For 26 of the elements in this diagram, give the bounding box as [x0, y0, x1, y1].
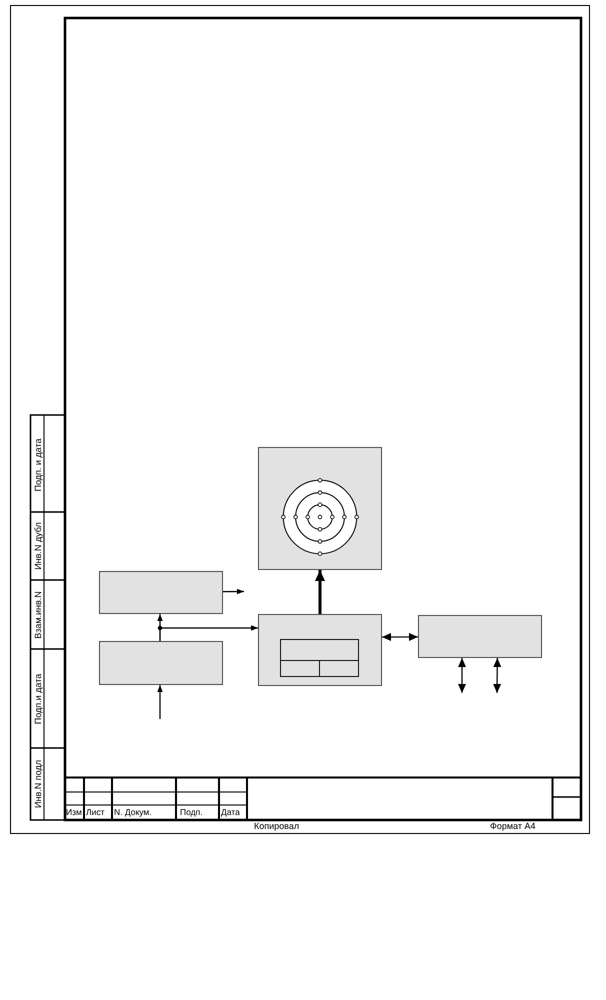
- side-strip-label: Взам.инв.N: [32, 590, 42, 638]
- double-arrow: [382, 632, 418, 641]
- block-box: [99, 641, 223, 685]
- side-strip-label: Подп. и дата: [32, 438, 42, 491]
- segmented-box: [280, 638, 358, 676]
- format-label: Формат А4: [490, 821, 536, 831]
- block-box: [418, 615, 542, 658]
- target-drawing: [280, 476, 360, 556]
- side-strip-label: Инв.N дубл: [32, 522, 42, 570]
- arrow: [157, 685, 163, 719]
- double-arrow: [458, 658, 466, 693]
- block-box: [258, 447, 382, 570]
- arrow: [223, 588, 244, 594]
- copier-label: Копировал: [254, 821, 300, 831]
- column-header: Лист: [86, 807, 104, 817]
- column-header: Изм: [66, 807, 82, 817]
- thick-arrow: [315, 570, 325, 614]
- column-header: Подп.: [180, 807, 203, 817]
- arrow: [159, 625, 258, 641]
- double-arrow: [493, 658, 502, 693]
- block-box: [258, 614, 382, 686]
- block-box: [99, 571, 223, 614]
- column-header: Дата: [221, 807, 240, 817]
- side-strip-label: Инв.N подл: [32, 760, 42, 808]
- side-strip-label: Подп.и дата: [32, 673, 42, 724]
- column-header: N. Докум.: [114, 807, 152, 817]
